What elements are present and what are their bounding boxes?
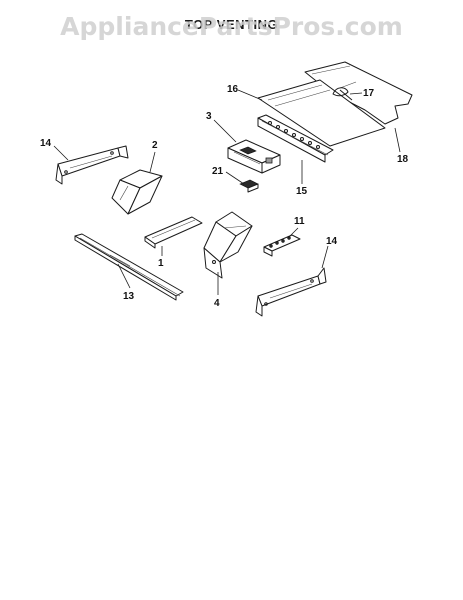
watermark-text: AppliancePartsPros.com [60,12,403,41]
callout-13: 13 [123,291,135,302]
callout-14-right: 14 [326,236,338,247]
diagram-title: TOP VENTING [184,17,279,32]
part-1-flat-bar [144,216,203,249]
part-17-clip [332,87,353,101]
callout-16: 16 [227,84,239,95]
part-13-long-rail [74,233,184,301]
callout-11: 11 [294,216,305,227]
callout-15: 15 [296,186,308,197]
callout-14-left: 14 [40,138,52,149]
part-3-blower-motor [227,139,281,174]
callout-4: 4 [214,298,220,309]
leader-lines [53,89,401,295]
callout-3: 3 [206,111,212,122]
part-11-terminal-block [263,234,301,257]
part-16-vent-plate [257,79,386,147]
part-14-bracket-left [55,145,129,185]
part-14-bracket-right [255,267,327,317]
callout-2: 2 [152,140,158,151]
part-21-plug [239,179,259,193]
callout-21: 21 [212,166,224,177]
callout-18: 18 [397,154,409,165]
callout-17: 17 [363,88,375,99]
part-4-bracket [203,211,253,279]
part-15-perforated-rail [257,114,334,163]
part-2-duct [111,169,163,215]
callout-1: 1 [158,258,164,269]
